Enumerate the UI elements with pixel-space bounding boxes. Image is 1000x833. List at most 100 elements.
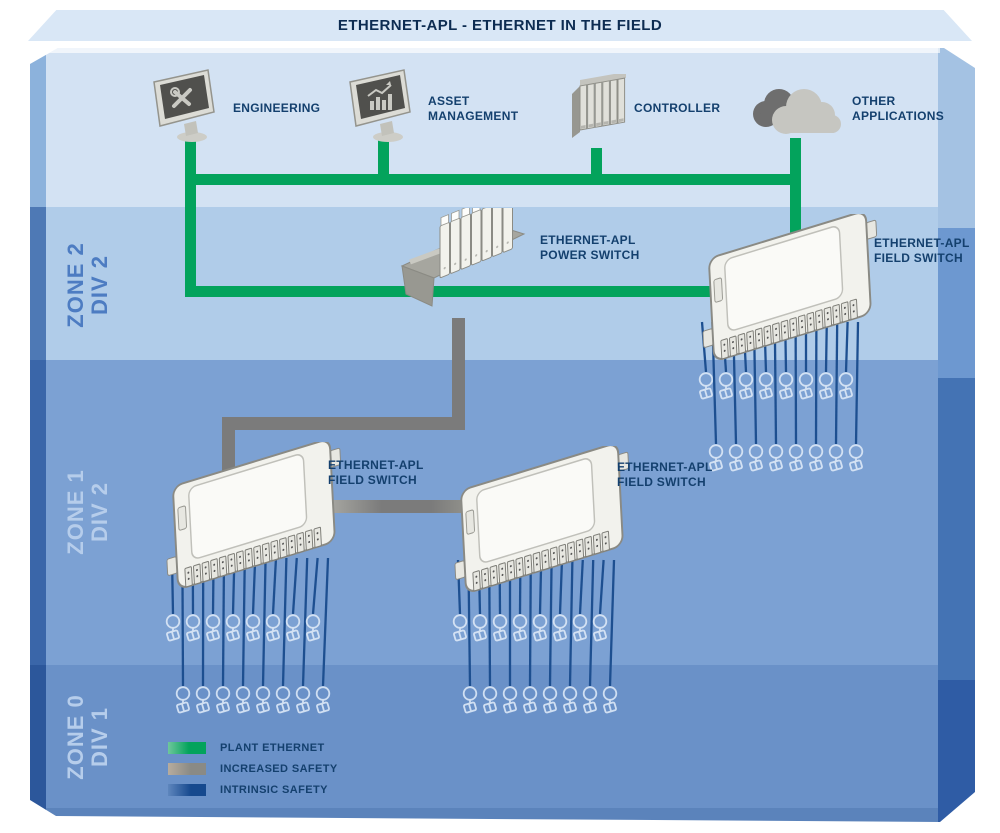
field-instrument xyxy=(285,614,301,642)
field-instrument xyxy=(305,614,321,642)
plant-ethernet-drop-controller xyxy=(591,148,602,180)
intrinsic-safety-line xyxy=(588,559,595,687)
field-instrument xyxy=(265,614,281,642)
asset-management-label: ASSET MANAGEMENT xyxy=(428,94,519,123)
band-zone2-side xyxy=(938,228,975,378)
field-instrument xyxy=(215,686,231,714)
plant-ethernet-swatch xyxy=(168,742,206,754)
intrinsic-safety-line xyxy=(241,557,246,687)
increased-safety-swatch xyxy=(168,763,206,775)
intrinsic-safety-line xyxy=(844,321,849,373)
field-instrument xyxy=(275,686,291,714)
field-instrument xyxy=(828,444,844,472)
plant-ethernet-drop-other xyxy=(790,138,801,244)
field-instrument xyxy=(708,444,724,472)
field-instrument xyxy=(602,686,618,714)
field-instrument xyxy=(778,372,794,400)
intrinsic-safety-line xyxy=(271,557,278,615)
field-instrument xyxy=(542,686,558,714)
legend-plant-ethernet: PLANT ETHERNET xyxy=(168,742,338,754)
field-instrument xyxy=(698,372,714,400)
field-instrument xyxy=(798,372,814,400)
field-instrument xyxy=(255,686,271,714)
field-instrument xyxy=(718,372,734,400)
field-instrument xyxy=(492,614,508,642)
cloud-icon xyxy=(746,82,848,146)
field-instrument xyxy=(245,614,261,642)
plant-ethernet-bus xyxy=(185,174,801,185)
band-zone1-left-edge xyxy=(30,360,46,665)
field-instrument xyxy=(482,686,498,714)
intrinsic-safety-line xyxy=(261,557,267,687)
intrinsic-safety-line xyxy=(321,557,330,687)
band-zone1-side xyxy=(938,378,975,680)
increased-safety-switch-link xyxy=(332,500,474,513)
field-instrument xyxy=(522,686,538,714)
intrinsic-safety-line xyxy=(281,557,288,687)
field-instrument xyxy=(532,614,548,642)
asset-management-workstation-icon xyxy=(346,66,426,148)
field-switch-zone2-label: ETHERNET-APL FIELD SWITCH xyxy=(874,236,970,265)
intrinsic-safety-line xyxy=(291,557,298,615)
band-top-side xyxy=(938,48,975,228)
intrinsic-safety-line xyxy=(558,559,564,615)
legend-intrinsic-safety: INTRINSIC SAFETY xyxy=(168,784,338,796)
controller-rack-icon xyxy=(566,71,632,146)
field-instrument xyxy=(295,686,311,714)
field-instrument xyxy=(848,444,864,472)
field-instrument xyxy=(572,614,588,642)
field-instrument xyxy=(808,444,824,472)
intrinsic-safety-line xyxy=(311,557,319,615)
plant-ethernet-drop-asset xyxy=(378,140,389,180)
intrinsic-safety-line xyxy=(598,559,605,615)
field-instrument xyxy=(502,686,518,714)
increased-safety-label: INCREASED SAFETY xyxy=(220,763,338,775)
field-instrument xyxy=(452,614,468,642)
field-instrument xyxy=(768,444,784,472)
intrinsic-safety-line xyxy=(548,559,553,687)
field-instrument xyxy=(738,372,754,400)
plant-ethernet-label: PLANT ETHERNET xyxy=(220,742,325,754)
intrinsic-safety-line xyxy=(301,557,309,687)
power-switch-label: ETHERNET-APL POWER SWITCH xyxy=(540,233,640,262)
other-applications-label: OTHER APPLICATIONS xyxy=(852,94,945,123)
intrinsic-safety-line xyxy=(568,559,574,687)
band-zone2-left-edge xyxy=(30,207,46,360)
title-banner: ETHERNET-APL - ETHERNET IN THE FIELD xyxy=(28,10,972,41)
band-zone0-left-edge xyxy=(30,665,46,822)
field-instrument xyxy=(205,614,221,642)
engineering-workstation-icon xyxy=(150,66,230,148)
field-instrument xyxy=(185,614,201,642)
field-instrument xyxy=(235,686,251,714)
intrinsic-safety-line xyxy=(834,321,839,445)
field-instrument xyxy=(582,686,598,714)
field-instrument xyxy=(462,686,478,714)
intrinsic-safety-swatch xyxy=(168,784,206,796)
field-instrument xyxy=(472,614,488,642)
field-instrument xyxy=(592,614,608,642)
controller-label: CONTROLLER xyxy=(634,101,721,115)
legend: PLANT ETHERNET INCREASED SAFETY INTRINSI… xyxy=(168,742,338,796)
field-switch-left-label: ETHERNET-APL FIELD SWITCH xyxy=(328,458,424,487)
legend-increased-safety: INCREASED SAFETY xyxy=(168,763,338,775)
plant-ethernet-lower-run xyxy=(185,286,712,297)
intrinsic-safety-line xyxy=(528,559,532,687)
intrinsic-safety-line xyxy=(824,321,828,373)
field-instrument xyxy=(315,686,331,714)
band-top-left-edge xyxy=(30,48,46,207)
plant-ethernet-drop-engineering xyxy=(185,140,196,297)
intrinsic-safety-line xyxy=(251,557,257,615)
intrinsic-safety-line xyxy=(854,321,860,445)
field-instrument xyxy=(758,372,774,400)
field-switch-middle-device xyxy=(440,443,644,602)
increased-safety-left-drop xyxy=(222,417,235,483)
page-title: ETHERNET-APL - ETHERNET IN THE FIELD xyxy=(337,17,663,34)
field-instrument xyxy=(748,444,764,472)
increased-safety-horizontal xyxy=(222,417,465,430)
intrinsic-safety-line xyxy=(221,557,226,687)
field-instrument xyxy=(225,614,241,642)
field-instrument xyxy=(165,614,181,642)
field-instrument xyxy=(195,686,211,714)
intrinsic-safety-line xyxy=(608,559,616,687)
